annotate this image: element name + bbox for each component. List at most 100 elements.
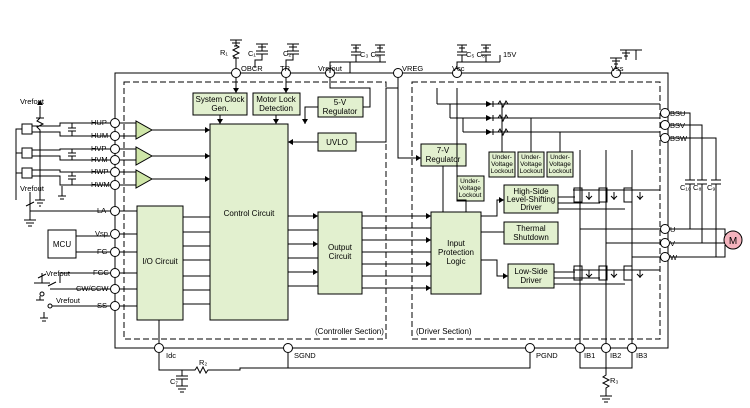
uvl3-line3: Lockout — [520, 168, 543, 175]
mcu-box — [47, 229, 77, 259]
control-circuit-block — [209, 123, 289, 321]
output-circuit-block — [317, 211, 363, 295]
resistor-r1 — [230, 39, 242, 68]
pin-ib2 — [601, 343, 611, 353]
c1-label: C₁ — [248, 49, 256, 58]
regulator-5v-line1: 5-V — [334, 98, 347, 107]
pin-vcc-label: Vcc — [452, 64, 465, 73]
low-side-line2: Driver — [520, 276, 542, 285]
input-protection-line1: Input — [447, 239, 466, 248]
c2-label: C₂ — [283, 49, 291, 58]
right-externals: C₁₀ C₈ C₉ M — [670, 112, 743, 258]
motor-symbol — [723, 230, 743, 250]
input-protection-block — [430, 211, 482, 295]
vrefout-label-2: Vrefout — [20, 184, 45, 193]
power-bridge — [554, 150, 660, 310]
pin-idc — [154, 343, 164, 353]
capacitor-c5-c6 — [456, 44, 501, 68]
pin-vcc — [452, 68, 462, 78]
pin-obcr-label: OBCR — [241, 64, 263, 73]
uvl3-line2: Voltage — [520, 161, 542, 168]
regulator-7v-line2: Regulator — [426, 155, 461, 164]
pin-hum — [110, 131, 120, 141]
thermal-shutdown-block — [503, 221, 559, 245]
uvl2-line1: Under- — [492, 154, 512, 161]
vsp-label: Vsp — [95, 229, 108, 238]
pin-hvp — [110, 144, 120, 154]
vrefout-label-4: Vrefout — [56, 296, 81, 305]
pin-vss — [611, 68, 621, 78]
c8-label: C₈ — [693, 183, 702, 192]
pin-ib1 — [575, 343, 585, 353]
io-circuit-block — [136, 205, 184, 321]
ib3-label: IB3 — [636, 351, 647, 360]
pin-sgnd — [283, 343, 293, 353]
pin-hwm — [110, 180, 120, 190]
c7-label: C₇ — [170, 377, 178, 386]
uvl4-line2: Voltage — [549, 161, 571, 168]
uvl2-line3: Lockout — [491, 168, 514, 175]
thermal-line1: Thermal — [516, 224, 546, 233]
pin-ss — [110, 301, 120, 311]
controller-section-label: (Controller Section) — [315, 327, 384, 336]
pin-hwp — [110, 167, 120, 177]
control-circuit-label: Control Circuit — [224, 209, 275, 218]
input-protection-line3: Logic — [446, 257, 465, 266]
capacitor-c3-c4 — [329, 44, 386, 73]
driver-section-label: (Driver Section) — [416, 327, 472, 336]
low-side-driver-block — [507, 263, 555, 289]
pin-u — [660, 224, 670, 234]
blocks: System Clock Gen. Motor Lock Detection 5… — [136, 92, 574, 321]
pin-ib3 — [627, 343, 637, 353]
la-mcu-network: MCU — [24, 192, 110, 322]
hall-sensor-network — [15, 100, 110, 207]
c3c4-label: C₃ C₄ — [360, 50, 379, 59]
top-pins: OBCR TR Vrefout VREG Vcc Vss — [231, 64, 624, 78]
high-side-line3: Driver — [520, 203, 542, 212]
high-side-line1: High-Side — [513, 187, 549, 196]
ib2-label: IB2 — [610, 351, 621, 360]
pin-la — [110, 206, 120, 216]
pin-bsw — [660, 133, 670, 143]
io-circuit-label: I/O Circuit — [142, 257, 178, 266]
capacitor-c1 — [254, 43, 268, 68]
ib1-label: IB1 — [584, 351, 595, 360]
mcu-label: MCU — [53, 240, 71, 249]
hall-amplifiers — [120, 120, 210, 307]
vss-ground-symbol — [610, 49, 642, 68]
r1-label: R₁ — [220, 48, 228, 57]
pin-hvm — [110, 155, 120, 165]
bottom-externals: R₂ C₇ R₃ — [158, 310, 633, 403]
regulator-7v-line1: 7-V — [437, 146, 450, 155]
pin-pgnd — [525, 343, 535, 353]
c9-label: C₉ — [707, 183, 715, 192]
pin-fgc — [110, 268, 120, 278]
top-external-parts: R₁ C₁ C₂ C₃ C₄ C₅ C₆ 15V — [220, 39, 642, 73]
supply-15v-label: 15V — [503, 50, 516, 59]
left-pins: HUP HUM HVP HVM HWP HWM LA Vsp FG FGC CW… — [20, 97, 120, 311]
motor-lock-line1: Motor Lock — [256, 95, 297, 104]
uvl-block-4 — [546, 151, 574, 178]
regulator-5v-line2: Regulator — [323, 107, 358, 116]
motor-label: M — [729, 236, 737, 247]
uvlo-label: UVLO — [326, 138, 348, 147]
vrefout-label-1: Vrefout — [20, 97, 45, 106]
output-circuit-line1: Output — [328, 243, 353, 252]
pin-fg — [110, 247, 120, 257]
hall-amp-w — [135, 169, 154, 189]
uvl4-line1: Under- — [550, 154, 570, 161]
signal-arrows — [205, 88, 508, 291]
motor-lock-line2: Detection — [259, 104, 293, 113]
vrefout-label-3: Vrefout — [46, 269, 71, 278]
low-side-line1: Low-Side — [514, 267, 548, 276]
thermal-line2: Shutdown — [513, 233, 549, 242]
pin-v — [660, 238, 670, 248]
sgnd-label: SGND — [294, 351, 316, 360]
uvl2-line2: Voltage — [491, 161, 513, 168]
idc-label: Idc — [166, 351, 176, 360]
input-protection-line2: Protection — [438, 248, 474, 257]
pin-hup — [110, 118, 120, 128]
bootstrap-network — [436, 88, 660, 152]
r2-label: R₂ — [199, 358, 207, 367]
